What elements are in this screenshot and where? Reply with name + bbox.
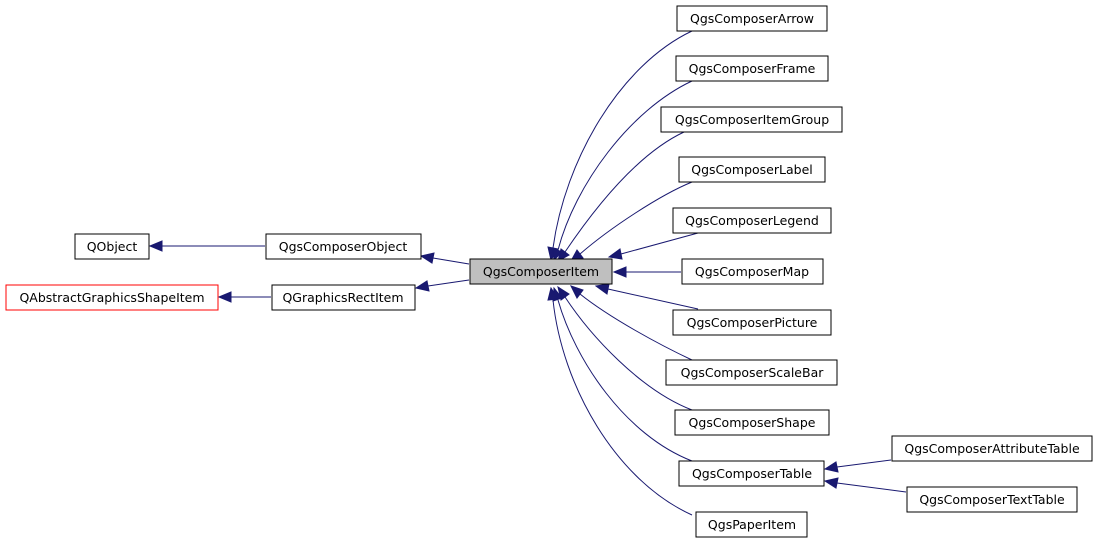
node-box: [891, 435, 1093, 462]
node-box: [674, 409, 830, 436]
edge-composer-item-to-graphics-rect: [427, 279, 470, 287]
node-box: [672, 207, 832, 234]
node-label: QgsComposerMap: [695, 264, 809, 279]
edges: [148, 30, 907, 516]
node-box: [74, 233, 150, 260]
edge-table-to-composer-item: [557, 299, 693, 462]
node-label: QObject: [87, 239, 138, 254]
node-label: QgsComposerTable: [692, 466, 812, 481]
node-box: [681, 258, 824, 285]
node-qgs-composer-attribute-table[interactable]: QgsComposerAttributeTable: [891, 435, 1093, 462]
edge-attribute-table-to-table: [836, 459, 892, 468]
node-label: QgsComposerLabel: [691, 162, 812, 177]
node-label: QgsComposerShape: [689, 415, 816, 430]
node-label: QgsPaperItem: [708, 517, 796, 532]
node-qgs-composer-table[interactable]: QgsComposerTable: [678, 460, 825, 487]
node-qgs-composer-item-group[interactable]: QgsComposerItemGroup: [660, 106, 843, 133]
node-qgs-composer-frame[interactable]: QgsComposerFrame: [675, 55, 829, 82]
node-label: QgsComposerScaleBar: [681, 365, 825, 380]
node-qgs-composer-object[interactable]: QgsComposerObject: [265, 233, 422, 260]
edge-item-group-to-composer-item: [564, 131, 685, 253]
edge-arrow-to-composer-item: [552, 30, 693, 249]
node-label: QgsComposerArrow: [690, 11, 814, 26]
arrowhead-icon: [823, 461, 839, 473]
node-qabstract-graphics-shape-item[interactable]: QAbstractGraphicsShapeItem: [5, 284, 219, 311]
node-label: QgsComposerFrame: [689, 61, 816, 76]
edge-paper-to-composer-item: [552, 299, 693, 516]
node-box: [672, 309, 832, 336]
edge-text-table-to-table: [836, 482, 907, 493]
node-label: QgsComposerItem: [483, 264, 599, 279]
node-label: QgsComposerPicture: [687, 315, 818, 330]
arrowhead-icon: [552, 247, 563, 262]
node-label: QgsComposerObject: [279, 239, 408, 254]
node-qgs-composer-arrow[interactable]: QgsComposerArrow: [676, 5, 828, 32]
node-qobject[interactable]: QObject: [74, 233, 150, 260]
arrowhead-icon: [557, 248, 570, 262]
node-box: [265, 233, 422, 260]
arrowhead-icon: [148, 240, 163, 252]
node-label: QgsComposerLegend: [685, 213, 819, 228]
arrowhead-icon: [217, 291, 232, 303]
node-box: [469, 258, 613, 285]
node-qgs-composer-map[interactable]: QgsComposerMap: [681, 258, 824, 285]
node-qgs-composer-item[interactable]: QgsComposerItem: [469, 258, 613, 285]
node-box: [665, 359, 838, 386]
node-label: QgsComposerAttributeTable: [904, 441, 1080, 456]
edge-picture-to-composer-item: [607, 288, 699, 310]
node-box: [271, 284, 416, 311]
node-label: QAbstractGraphicsShapeItem: [19, 290, 204, 305]
edge-scalebar-to-composer-item: [579, 293, 693, 361]
node-box: [678, 156, 826, 183]
node-qgs-composer-shape[interactable]: QgsComposerShape: [674, 409, 830, 436]
node-box: [906, 486, 1078, 513]
edge-legend-to-composer-item: [620, 232, 699, 255]
arrowhead-icon: [607, 248, 623, 260]
node-box: [675, 55, 829, 82]
node-label: QGraphicsRectItem: [282, 290, 403, 305]
edge-frame-to-composer-item: [557, 80, 693, 251]
edge-label-to-composer-item: [579, 181, 693, 255]
node-box: [695, 511, 808, 538]
arrowhead-icon: [414, 280, 430, 292]
node-qgs-paper-item[interactable]: QgsPaperItem: [695, 511, 808, 538]
node-box: [676, 5, 828, 32]
arrowhead-icon: [570, 285, 584, 299]
node-box: [5, 284, 219, 311]
node-qgs-composer-label[interactable]: QgsComposerLabel: [678, 156, 826, 183]
node-qgraphics-rect-item[interactable]: QGraphicsRectItem: [271, 284, 416, 311]
node-qgs-composer-picture[interactable]: QgsComposerPicture: [672, 309, 832, 336]
arrowhead-icon: [594, 283, 610, 295]
node-qgs-composer-legend[interactable]: QgsComposerLegend: [672, 207, 832, 234]
arrowhead-icon: [823, 477, 839, 489]
node-qgs-composer-text-table[interactable]: QgsComposerTextTable: [906, 486, 1078, 513]
node-qgs-composer-scale-bar[interactable]: QgsComposerScaleBar: [665, 359, 838, 386]
edge-shape-to-composer-item: [564, 296, 693, 411]
edge-composer-item-to-composer-object: [432, 257, 470, 265]
node-box: [678, 460, 825, 487]
arrowhead-icon: [419, 252, 435, 264]
arrowhead-icon: [612, 266, 627, 278]
node-box: [660, 106, 843, 133]
arrowhead-icon: [547, 286, 559, 301]
node-label: QgsComposerItemGroup: [675, 112, 829, 127]
node-label: QgsComposerTextTable: [919, 492, 1065, 507]
